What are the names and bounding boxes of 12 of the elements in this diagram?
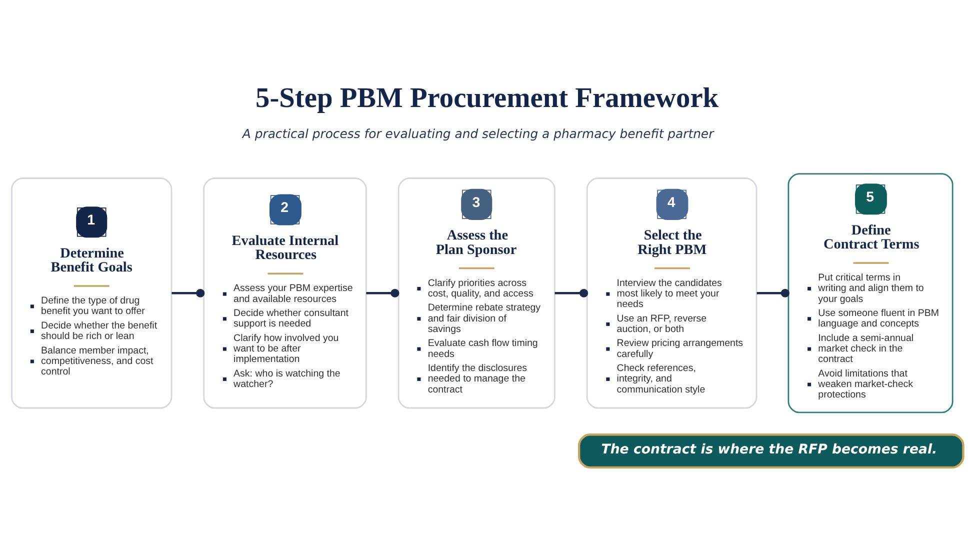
connector xyxy=(172,288,205,298)
connector xyxy=(756,288,790,298)
node-box: 4 Select the Right PBM Interview the candidates most likely to meet your needs Use an RFP, reverse auction, or both Review pricing arrangements carefully Check references, integrity, and communication style xyxy=(586,178,758,409)
connector xyxy=(366,288,400,298)
node-box: 2 Evaluate Internal Resources Assess your PBM expertise and available resources Decide whether consultant support is needed Clarify how involved you want to be after implementation Ask: who is watching the watcher? xyxy=(203,178,367,409)
label: A practical process for evaluating and selecting a pharmacy benefit partner xyxy=(242,126,714,142)
diagram-title: 5-Step PBM Procurement Framework xyxy=(256,82,719,114)
connector xyxy=(554,288,588,298)
node-box: 5 Define Contract Terms Put critical terms in writing and align them to your goals Use someone fluent in PBM language and concepts Include a semi-annual market check in the contract Avoid limitations that weaken market-check protections xyxy=(788,173,954,414)
node-box: 1 Determine Benefit Goals Define the type of drug benefit you want to offer Decide whether the benefit should be rich or lean Balance member impact, competitiveness, and cost control xyxy=(11,178,172,409)
node-box: The contract is where the RFP becomes real. xyxy=(578,434,964,469)
node-box: 3 Assess the Plan Sponsor Clarify priorities across cost, quality, and access Determine rebate strategy and fair division of savings Evaluate cash flow timing needs Identify the disclosures needed to manage the contract xyxy=(398,178,556,409)
